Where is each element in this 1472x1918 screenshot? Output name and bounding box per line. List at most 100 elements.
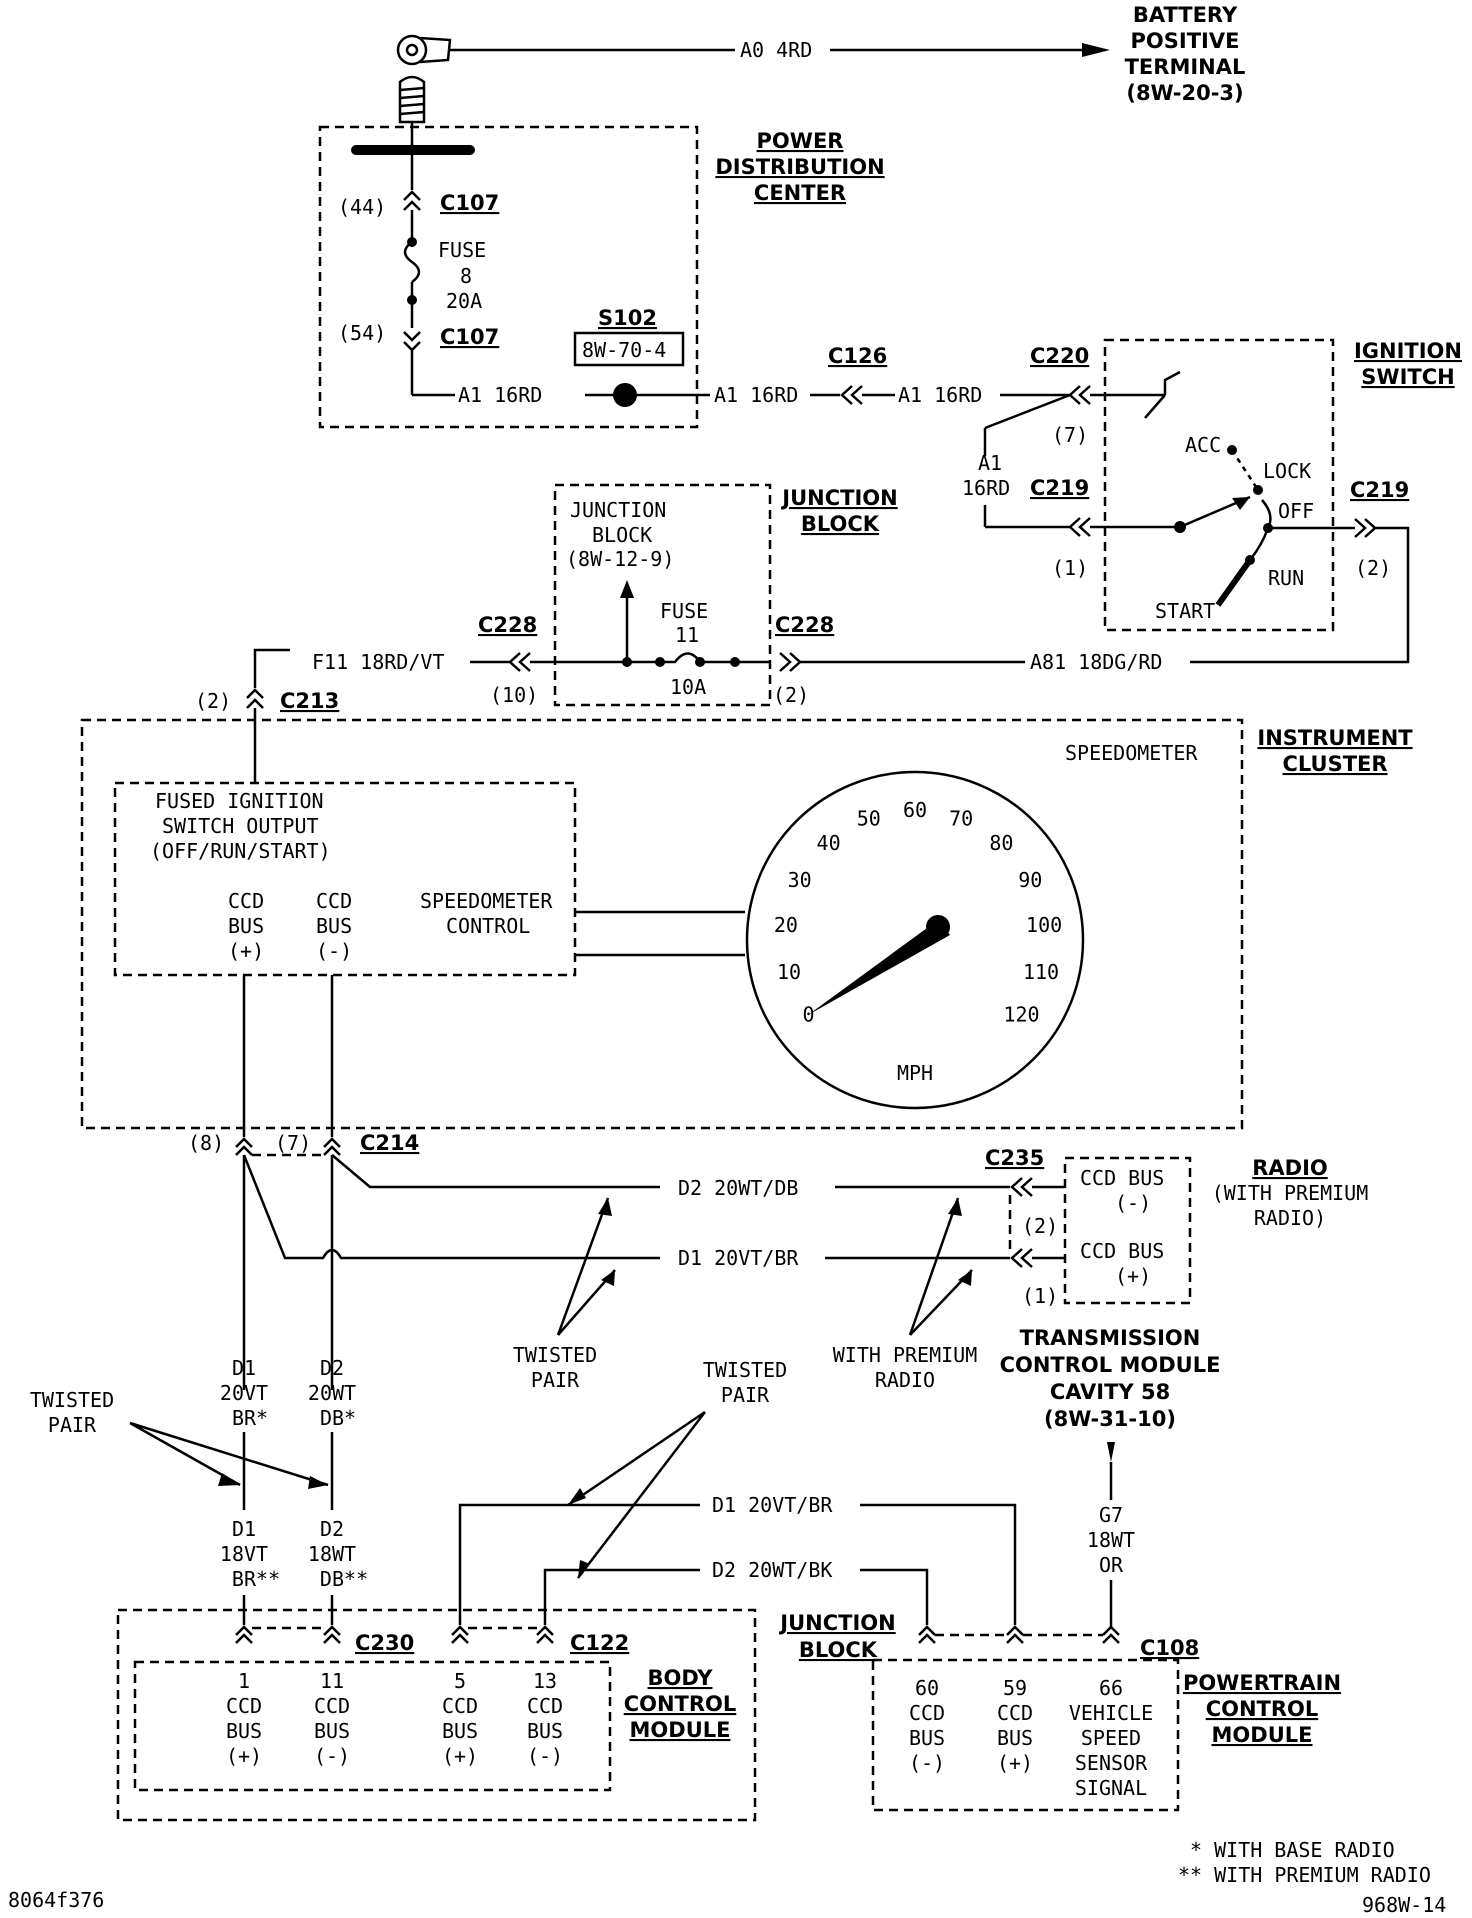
pin-7: (7) [1052,423,1088,447]
wire-f11-label: F11 18RD/VT [312,650,444,674]
speedometer-tick-20: 20 [774,913,798,937]
speedometer-tick-60: 60 [903,798,927,822]
pcm-label-1: POWERTRAIN [1183,1671,1341,1695]
connector-c228a: C228 [478,613,537,637]
d1-label-e: 18VT [220,1542,268,1566]
wire-g7-label-1: G7 [1099,1503,1123,1527]
with-premium-radio-2: RADIO [875,1368,935,1392]
bcm-pin-1-line-3: (+) [226,1744,262,1768]
bcm-inner-box [133,1660,612,1792]
radio-ccd-plus-1: CCD BUS [1080,1239,1164,1263]
bcm-pin-11-line-1: CCD [314,1694,350,1718]
pdc-label-1: POWER [757,129,844,153]
radio-label-2: (WITH PREMIUM [1212,1181,1369,1205]
speedo-control-label-2: CONTROL [446,914,530,938]
pcm-pin-59-c: (+) [997,1751,1033,1775]
twisted-pair-3-a: TWISTED [703,1358,787,1382]
bcm-pin-13-line-2: BUS [527,1719,563,1743]
ignition-switch-icon [1174,445,1355,607]
pin-54: (54) [338,321,386,345]
ignition-off-label: OFF [1278,499,1314,523]
cluster-ccd-plus-1: CCD [228,889,264,913]
twisted-pair-2-a: TWISTED [30,1388,114,1412]
ignition-switch-box [1103,338,1335,632]
fuse-rating: 20A [446,289,482,313]
bcm-pin-11-line-3: (-) [314,1744,350,1768]
fuse-number: 8 [460,264,472,288]
connector-c219b: C219 [1350,478,1409,502]
instrument-cluster-box [80,718,1244,1130]
connector-c214b-icon [323,1137,341,1156]
speedometer-label: SPEEDOMETER [1065,741,1198,765]
twisted-pair-3-b: PAIR [721,1383,770,1407]
speedometer-tick-30: 30 [788,868,812,892]
pcm-pin-66-n: 66 [1099,1676,1123,1700]
connector-c219a-icon [1068,517,1091,537]
footnote-2: ** WITH PREMIUM RADIO [1178,1863,1431,1887]
cluster-ccd-minus-3: (-) [316,939,352,963]
connector-c126: C126 [828,344,887,368]
twisted-pair-2-b: PAIR [48,1413,97,1437]
connector-c220-icon [1068,385,1091,405]
pcm-pin-66-a: VEHICLE [1069,1701,1153,1725]
radio-ccd-plus-2: (+) [1115,1264,1151,1288]
connector-c230-icons [235,1625,554,1644]
ignition-switch-label-1: IGNITION [1354,339,1462,363]
junction-label-2: BLOCK [801,512,880,536]
pcm-box [871,1658,1180,1812]
wire-a1-label-2: A1 16RD [714,383,798,407]
d2-label-b: 20WT [308,1381,356,1405]
cluster-label-2: CLUSTER [1282,752,1387,776]
splice-s102: S102 [598,306,657,330]
d1-label-d: D1 [232,1517,256,1541]
speedometer-tick-90: 90 [1018,868,1042,892]
pin-7b: (7) [275,1131,311,1155]
wire-a1-label-1: A1 16RD [458,383,542,407]
cluster-ccd-plus-2: BUS [228,914,264,938]
pdc-label-2: DISTRIBUTION [715,155,884,179]
splice-ref: 8W-70-4 [582,338,666,362]
speedometer-tick-10: 10 [777,960,801,984]
bcm-pins: 1CCDBUS(+)11CCDBUS(-)5CCDBUS(+)13CCDBUS(… [226,1669,563,1768]
connector-c107a-icon [403,190,421,211]
d1-label-f: BR** [232,1567,280,1591]
pdc-box [318,125,699,429]
d2-label-c: DB* [320,1406,356,1430]
wire-g7-label-3: OR [1099,1553,1124,1577]
connector-c219a: C219 [1030,476,1089,500]
bcm-pin-13-line-1: CCD [527,1694,563,1718]
wire-d2-bottom-label: D2 20WT/BK [712,1558,832,1582]
junction-bottom-label-2: BLOCK [799,1638,878,1662]
pin-2b: (2) [773,683,809,707]
wire-a0-label: A0 4RD [740,38,812,62]
pin-44: (44) [338,195,386,219]
wire-d1-bottom-label: D1 20VT/BR [712,1493,833,1517]
junction-label-1: JUNCTION [780,486,897,510]
pcm-pin-66-b: SPEED [1081,1726,1141,1750]
footnote-1: * WITH BASE RADIO [1190,1838,1395,1862]
connector-c214a-icon [235,1137,253,1156]
ignition-switch-label-2: SWITCH [1361,365,1454,389]
ignition-run-label: RUN [1268,566,1304,590]
bcm-outer-box [116,1608,757,1822]
pcm-pin-59-n: 59 [1003,1676,1027,1700]
d2-label-e: 18WT [308,1542,356,1566]
cluster-ccd-plus-3: (+) [228,939,264,963]
connector-c235: C235 [985,1146,1044,1170]
connector-c107b-icon [403,331,421,352]
junction-fuse-label: FUSE [660,599,708,623]
pdc-label-3: CENTER [754,181,846,205]
bcm-pin-5-line-3: (+) [442,1744,478,1768]
junction-inner-2: BLOCK [592,523,652,547]
battery-label-4: (8W-20-3) [1126,81,1243,105]
ignition-acc-label: ACC [1185,433,1221,457]
pin-1: (1) [1052,556,1088,580]
speedometer-tick-40: 40 [817,831,841,855]
d2-label-a: D2 [320,1356,344,1380]
pcm-pin-66-c: SENSOR [1075,1751,1148,1775]
fso-label-1: FUSED IGNITION [155,789,324,813]
pcm-pin-59-b: BUS [997,1726,1033,1750]
bcm-label-3: MODULE [630,1718,731,1742]
